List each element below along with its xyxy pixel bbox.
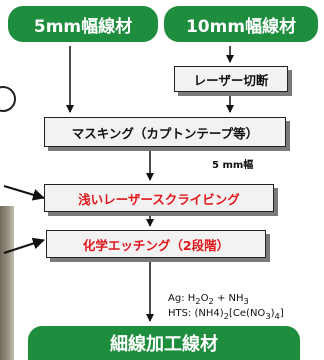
input-10mm-label: 10mm幅線材 xyxy=(185,16,297,37)
etchant-ag-sub1: 2 xyxy=(195,296,201,306)
etchant-ag: Ag: H2O2 + NH3 xyxy=(168,293,249,307)
step-laser-cut: レーザー切断 xyxy=(174,66,288,92)
etchant-ag-prefix: Ag: H xyxy=(168,293,196,304)
step-masking: マスキング（カプトンテープ等） xyxy=(44,117,286,147)
etchant-hts-sub2: 3 xyxy=(265,311,271,321)
output-fine-wire: 細線加工線材 xyxy=(28,326,300,360)
step-chemical-etching-label: 化学エッチング（2段階） xyxy=(82,237,230,253)
etchant-hts-mid: [Ce(NO xyxy=(229,308,266,319)
width-note: 5 mm幅 xyxy=(212,160,254,171)
pointer-arrow-scribing xyxy=(3,185,45,201)
photo-fragment xyxy=(0,206,14,360)
etchant-hts-end: ] xyxy=(279,308,284,319)
etchant-hts-sub3: 4 xyxy=(274,311,280,321)
output-fine-wire-label: 細線加工線材 xyxy=(110,334,218,355)
input-5mm-label: 5mm幅線材 xyxy=(33,16,133,37)
input-5mm-wire: 5mm幅線材 xyxy=(8,6,158,42)
circle-fragment xyxy=(0,86,16,112)
step-laser-scribing-label: 浅いレーザースクライビング xyxy=(78,191,240,207)
etchant-ag-mid: O xyxy=(200,293,209,304)
etchant-ag-sub3: 3 xyxy=(243,296,249,306)
input-10mm-wire: 10mm幅線材 xyxy=(164,6,318,42)
etchant-ag-sub2: 2 xyxy=(208,296,214,306)
etchant-hts-sub1: 2 xyxy=(223,311,230,321)
etchant-hts-close: ) xyxy=(270,308,275,319)
pointer-arrow-etching xyxy=(3,237,45,254)
step-laser-scribing: 浅いレーザースクライビング xyxy=(44,184,274,212)
step-chemical-etching: 化学エッチング（2段階） xyxy=(46,230,266,258)
etchant-ag-rest: + NH xyxy=(213,293,244,304)
step-masking-label: マスキング（カプトンテープ等） xyxy=(71,125,259,141)
etchant-hts-prefix: HTS: (NH4) xyxy=(168,308,224,319)
step-laser-cut-label: レーザー切断 xyxy=(193,72,269,88)
etchant-hts: HTS: (NH4)2[Ce(NO3)4] xyxy=(168,308,284,322)
